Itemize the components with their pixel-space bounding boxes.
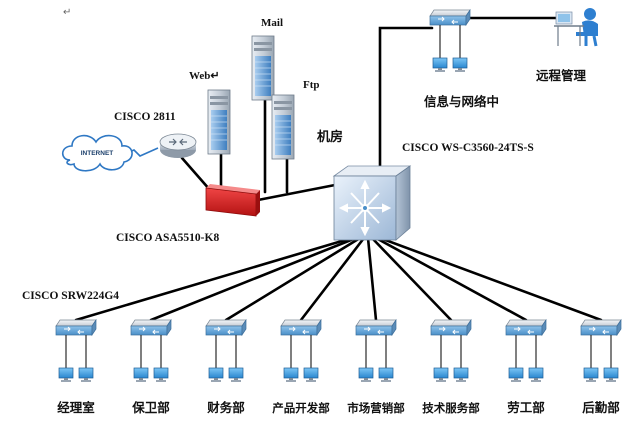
core-switch-icon[interactable] xyxy=(332,165,412,241)
pc-icon[interactable] xyxy=(358,367,374,383)
pc-icon[interactable] xyxy=(303,367,319,383)
department-link xyxy=(378,236,603,322)
switch-icon[interactable] xyxy=(580,319,622,336)
ftp-server-icon[interactable] xyxy=(271,94,295,160)
pc-icon[interactable] xyxy=(452,57,468,73)
web-server-icon[interactable] xyxy=(207,89,231,155)
fanout-wires xyxy=(74,236,603,322)
department-label: 财务部 xyxy=(206,400,245,415)
department-label: 后勤部 xyxy=(582,400,620,415)
pc-icon[interactable] xyxy=(153,367,169,383)
mail-label: Mail xyxy=(261,17,283,29)
ftp-label: Ftp xyxy=(303,79,320,91)
switch-icon[interactable] xyxy=(505,319,547,336)
mail-server-icon[interactable] xyxy=(251,35,275,101)
remote-admin-label: 远程管理 xyxy=(536,68,587,83)
pc-icon[interactable] xyxy=(528,367,544,383)
department-link xyxy=(370,236,453,322)
pc-icon[interactable] xyxy=(603,367,619,383)
switch-icon[interactable] xyxy=(355,319,397,336)
wires xyxy=(119,16,558,202)
department-label: 产品开发部 xyxy=(272,401,330,415)
firewall-core-link xyxy=(256,183,337,202)
department-link xyxy=(149,236,358,322)
department-link xyxy=(74,236,354,322)
switch-icon[interactable] xyxy=(430,319,472,336)
router-model-label: CISCO 2811 xyxy=(114,111,176,123)
pc-icon[interactable] xyxy=(583,367,599,383)
info-center-label: 信息与网络中 xyxy=(424,94,499,109)
switch-icon[interactable] xyxy=(280,319,322,336)
internet-label: INTERNET xyxy=(81,150,114,157)
return-mark: ↵ xyxy=(63,7,71,18)
department-label: 技术服务部 xyxy=(422,401,480,415)
pc-icon[interactable] xyxy=(228,367,244,383)
department-link xyxy=(299,236,366,322)
pc-icon[interactable] xyxy=(508,367,524,383)
web-label: Web↵ xyxy=(189,70,220,82)
cloud-icon: INTERNET xyxy=(61,134,133,172)
department-link xyxy=(366,236,378,322)
pc-icon[interactable] xyxy=(78,367,94,383)
department-label: 劳工部 xyxy=(507,400,545,415)
firewall-icon[interactable] xyxy=(205,184,260,217)
pc-icon[interactable] xyxy=(208,367,224,383)
switch-icon[interactable] xyxy=(55,319,97,336)
firewall-model-label: CISCO ASA5510-K8 xyxy=(116,232,219,244)
switch-icon[interactable] xyxy=(130,319,172,336)
info-center-switch-icon[interactable] xyxy=(429,9,471,26)
router-firewall-link xyxy=(180,156,212,192)
department-label: 经理室 xyxy=(57,400,95,415)
department-row: 经理室 保卫部 财务部 产品开发部 市场营销部 技术服务部 劳工部 后勤部 xyxy=(55,319,622,415)
department-label: 保卫部 xyxy=(131,400,170,415)
core-switch-model-label: CISCO WS-C3560-24TS-S xyxy=(402,142,534,154)
pc-icon[interactable] xyxy=(432,57,448,73)
pc-icon[interactable] xyxy=(133,367,149,383)
switch-icon[interactable] xyxy=(205,319,247,336)
core-infocenter-link xyxy=(378,26,434,172)
department-link xyxy=(224,236,362,322)
pc-icon[interactable] xyxy=(433,367,449,383)
pc-icon[interactable] xyxy=(283,367,299,383)
admin-person-icon[interactable] xyxy=(554,8,598,47)
department-label: 市场营销部 xyxy=(347,401,405,415)
department-link xyxy=(374,236,528,322)
server-room-label: 机房 xyxy=(317,129,343,145)
pc-icon[interactable] xyxy=(453,367,469,383)
router-icon[interactable] xyxy=(159,133,197,158)
pc-icon[interactable] xyxy=(58,367,74,383)
pc-icon[interactable] xyxy=(378,367,394,383)
access-switch-model-label: CISCO SRW224G4 xyxy=(22,290,119,302)
